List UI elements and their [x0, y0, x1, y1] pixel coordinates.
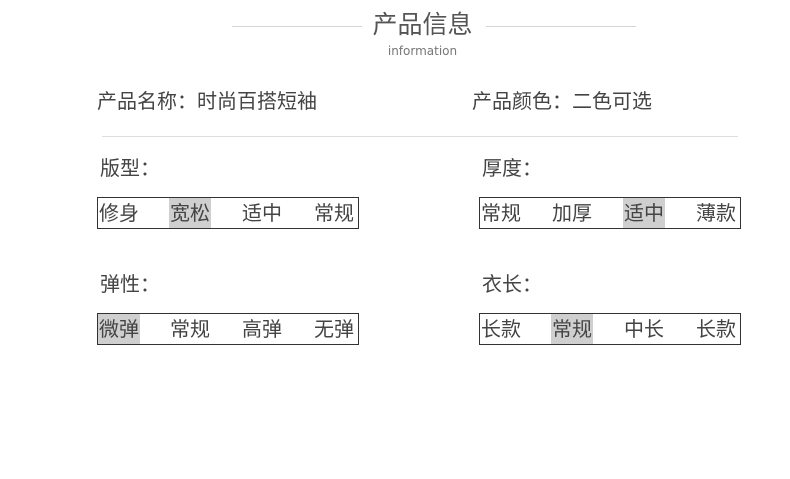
attribute-label-fit: 版型：	[100, 155, 160, 181]
label-colon: ：	[552, 89, 572, 113]
option-item-selected: 微弹	[98, 314, 140, 344]
attribute-label-text: 弹性	[100, 272, 140, 296]
product-color-row: 产品颜色：二色可选	[472, 88, 652, 114]
section-subtitle: information	[387, 44, 458, 58]
attribute-options-length: 长款 常规 中长 长款	[479, 313, 741, 345]
attribute-label-text: 版型	[100, 156, 140, 180]
attribute-label-length: 衣长：	[482, 271, 542, 297]
attribute-options-elasticity: 微弹 常规 高弹 无弹	[97, 313, 359, 345]
label-colon: ：	[140, 156, 160, 180]
attribute-label-thickness: 厚度：	[482, 155, 542, 181]
option-item: 长款	[481, 317, 521, 341]
option-item: 加厚	[552, 201, 592, 225]
option-item: 常规	[481, 201, 521, 225]
option-item: 常规	[314, 201, 354, 225]
product-color-value: 二色可选	[572, 89, 652, 113]
section-title: 产品信息	[372, 10, 473, 39]
attribute-options-thickness: 常规 加厚 适中 薄款	[479, 197, 741, 229]
label-colon: ：	[177, 89, 197, 113]
option-item: 长款	[696, 317, 736, 341]
option-item-selected: 常规	[551, 314, 593, 344]
option-item-selected: 宽松	[169, 198, 211, 228]
product-name-label: 产品名称	[97, 89, 177, 113]
product-name-row: 产品名称：时尚百搭短袖	[97, 88, 317, 114]
option-item: 无弹	[314, 317, 354, 341]
product-color-label: 产品颜色	[472, 89, 552, 113]
option-item: 薄款	[696, 201, 736, 225]
attribute-label-elasticity: 弹性：	[100, 271, 160, 297]
section-divider	[102, 136, 738, 137]
option-item: 中长	[624, 317, 664, 341]
option-item: 修身	[99, 201, 139, 225]
label-colon: ：	[522, 272, 542, 296]
header-line-right	[486, 26, 636, 27]
attribute-label-text: 衣长	[482, 272, 522, 296]
option-item: 常规	[170, 317, 210, 341]
option-item-selected: 适中	[623, 198, 665, 228]
header-line-left	[232, 26, 362, 27]
label-colon: ：	[140, 272, 160, 296]
attribute-options-fit: 修身 宽松 适中 常规	[97, 197, 359, 229]
option-item: 高弹	[242, 317, 282, 341]
label-colon: ：	[522, 156, 542, 180]
option-item: 适中	[242, 201, 282, 225]
attribute-label-text: 厚度	[482, 156, 522, 180]
product-name-value: 时尚百搭短袖	[197, 89, 317, 113]
